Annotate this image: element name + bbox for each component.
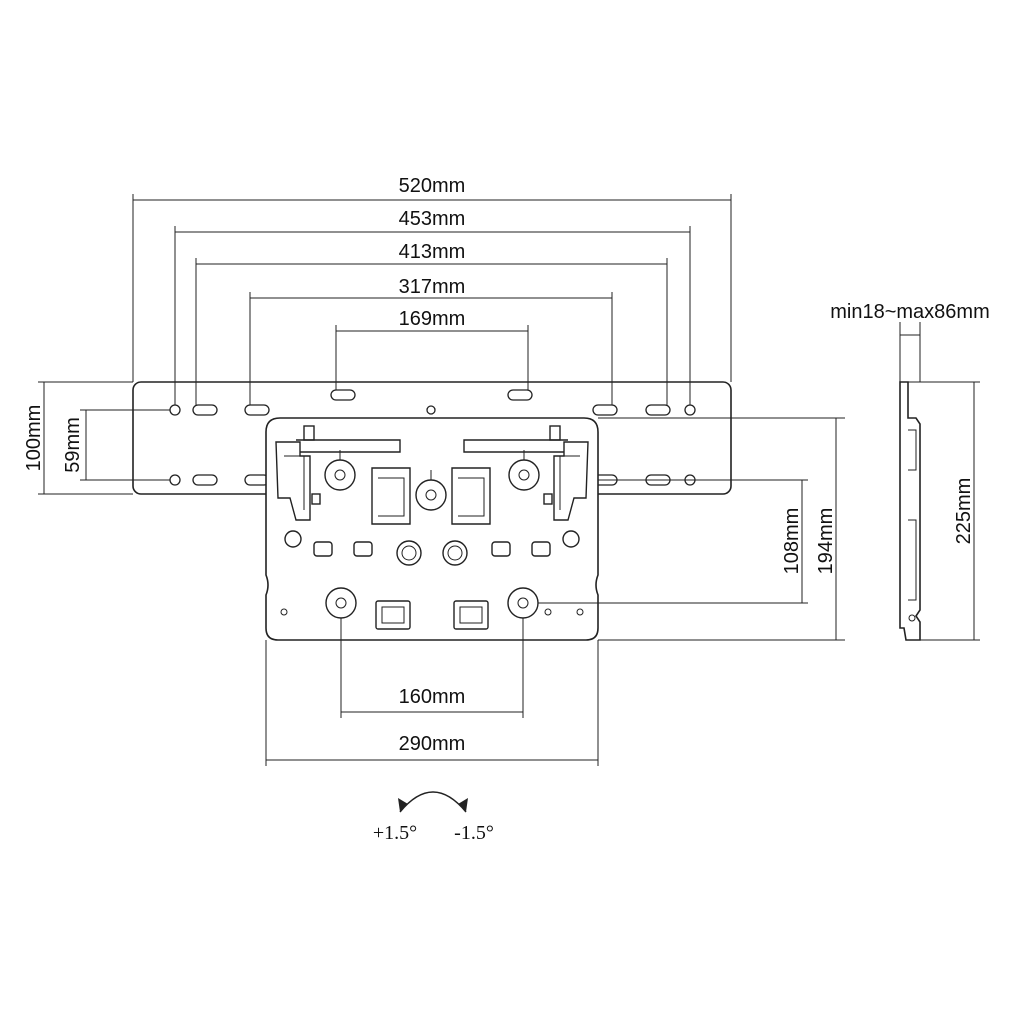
- tilt-plus-label: +1.5°: [373, 822, 417, 844]
- dim-100-label: 100mm: [23, 405, 45, 472]
- bottom-width-dimensions: [265, 618, 599, 766]
- right-height-dimensions: [538, 417, 845, 641]
- top-width-dimensions: [132, 194, 732, 405]
- dim-413-label: 413mm: [399, 241, 466, 263]
- left-hook-bracket: [275, 425, 401, 521]
- dim-194-label: 194mm: [815, 508, 837, 575]
- center-clamps: [371, 467, 491, 525]
- dim-317-label: 317mm: [399, 276, 466, 298]
- dim-453-label: 453mm: [399, 208, 466, 230]
- tv-adapter-plate: [265, 417, 599, 641]
- tilt-minus-label: -1.5°: [454, 822, 494, 844]
- middle-row-fixtures: [284, 530, 580, 566]
- dim-108-label: 108mm: [781, 508, 803, 575]
- dim-59-label: 59mm: [62, 417, 84, 473]
- dim-520-label: 520mm: [399, 175, 466, 197]
- tilt-arrow-icon: [398, 791, 468, 813]
- upper-mount-knobs: [324, 450, 540, 511]
- dim-225-label: 225mm: [953, 478, 975, 545]
- right-hook-bracket: [463, 425, 589, 521]
- depth-range-label: min18~max86mm: [830, 301, 990, 323]
- dim-290-label: 290mm: [399, 733, 466, 755]
- wall-plate-top-slots: [169, 389, 696, 416]
- dim-160-label: 160mm: [399, 686, 466, 708]
- left-height-dimensions: [38, 381, 170, 495]
- side-profile-view: [899, 322, 980, 641]
- dim-169-label: 169mm: [399, 308, 466, 330]
